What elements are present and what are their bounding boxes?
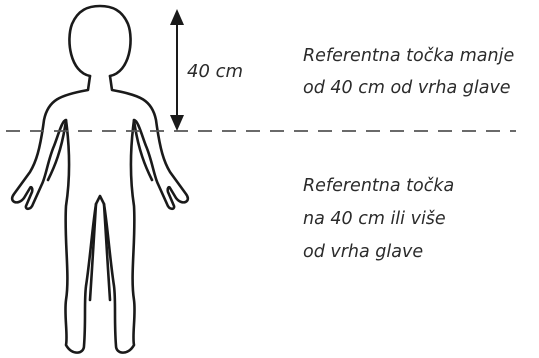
lower-label-line-3: od vrha glave — [303, 236, 454, 269]
human-body-outline-icon — [12, 6, 188, 353]
lower-label-line-1: Referentna točka — [303, 170, 454, 203]
upper-label-line-1: Referentna točka manje — [303, 40, 514, 72]
measurement-label: 40 cm — [187, 60, 243, 84]
upper-label-line-2: od 40 cm od vrha glave — [303, 72, 514, 104]
double-headed-vertical-arrow-icon — [170, 9, 184, 131]
upper-region-label: Referentna točka manje od 40 cm od vrha … — [303, 40, 514, 104]
lower-label-line-2: na 40 cm ili više — [303, 203, 454, 236]
lower-region-label: Referentna točka na 40 cm ili više od vr… — [303, 170, 454, 269]
